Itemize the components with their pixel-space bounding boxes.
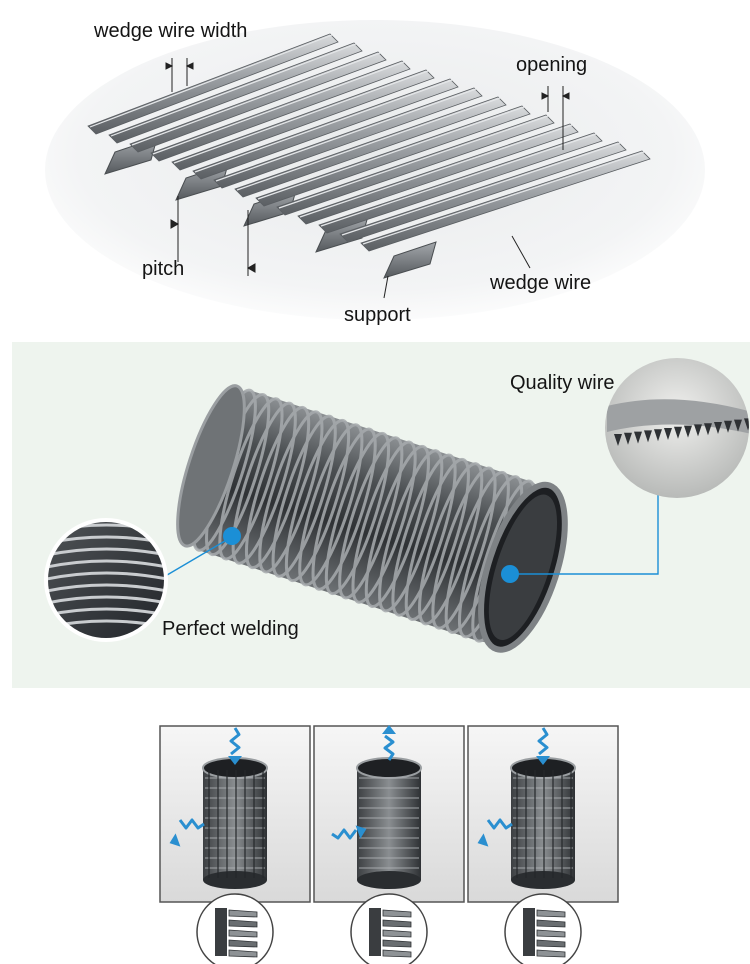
wedge-wire xyxy=(234,96,507,198)
support-bar xyxy=(383,241,437,279)
wedge-wire xyxy=(276,114,555,216)
wire-profile-detail-inset xyxy=(504,893,582,964)
wavy-arrow-icon xyxy=(178,818,205,830)
wedge-wire xyxy=(297,123,579,225)
wedge-wire-grid-illustration xyxy=(45,20,705,320)
arrow-head-icon xyxy=(228,756,242,765)
flow-arrows xyxy=(477,727,550,847)
wedge-wire-label: wedge wire xyxy=(490,272,592,294)
arrow-head-icon xyxy=(536,756,550,765)
pitch-label: pitch xyxy=(142,258,185,280)
welding-closeup-inset xyxy=(44,518,168,642)
wedge-wire xyxy=(129,51,387,153)
wavy-arrow-icon xyxy=(486,818,513,830)
callout-lines xyxy=(161,494,659,579)
support-label: support xyxy=(344,304,411,326)
arrow-head-icon xyxy=(169,833,181,847)
quality-callout-dot xyxy=(501,565,519,583)
welding-callout-dot xyxy=(223,527,241,545)
quality-wire-label: Quality wire xyxy=(510,372,615,394)
wedge-wire xyxy=(360,150,651,252)
wedge-wire xyxy=(171,69,435,171)
wedge-wire-width-label: wedge wire width xyxy=(94,20,248,42)
filter-tube xyxy=(356,757,422,889)
wedge-wire xyxy=(108,42,363,144)
wavy-arrow-icon xyxy=(229,727,241,756)
grid-background xyxy=(45,20,705,320)
filter-tube xyxy=(202,757,268,889)
wedge-wire-grid-panel: wedge wire width opening pitch wedge wir… xyxy=(0,0,750,335)
perfect-welding-label: Perfect welding xyxy=(162,618,299,640)
dimension-markers xyxy=(165,58,570,299)
flow-filter-frame-outside-in-rods xyxy=(467,725,619,964)
wedge-wire xyxy=(339,141,627,243)
arrow-head-icon xyxy=(355,825,367,839)
cylinder-body xyxy=(176,384,568,653)
wavy-arrow-icon xyxy=(537,727,549,756)
flow-direction-illustration xyxy=(159,725,619,964)
wavy-arrow-icon xyxy=(383,734,395,761)
wire-profile-detail-inset xyxy=(196,893,274,964)
cylinder-screen-illustration xyxy=(44,358,749,653)
wavy-arrow-icon xyxy=(331,828,358,840)
wedge-wire xyxy=(192,78,459,180)
wedge-wires xyxy=(87,33,651,252)
flow-filter-frame-inside-out xyxy=(313,725,465,964)
flow-filter-frame-outside-in xyxy=(159,725,311,964)
wedge-wire xyxy=(318,132,603,234)
wire-profile-detail-inset xyxy=(350,893,428,964)
filter-tube xyxy=(510,757,576,889)
arrow-head-icon xyxy=(382,725,396,734)
opening-label: opening xyxy=(516,54,588,76)
wedge-wire xyxy=(255,105,531,207)
quality-wire-closeup-inset xyxy=(605,358,749,498)
wedge-wire xyxy=(150,60,411,162)
wedge-wire-cylinder-panel: Quality wire Perfect welding xyxy=(12,342,750,688)
wedge-wire xyxy=(213,87,483,189)
flow-arrows xyxy=(169,727,242,847)
wedge-wire xyxy=(87,33,339,135)
flow-arrows xyxy=(331,725,396,840)
flow-direction-panel xyxy=(0,712,750,964)
arrow-head-icon xyxy=(477,833,489,847)
